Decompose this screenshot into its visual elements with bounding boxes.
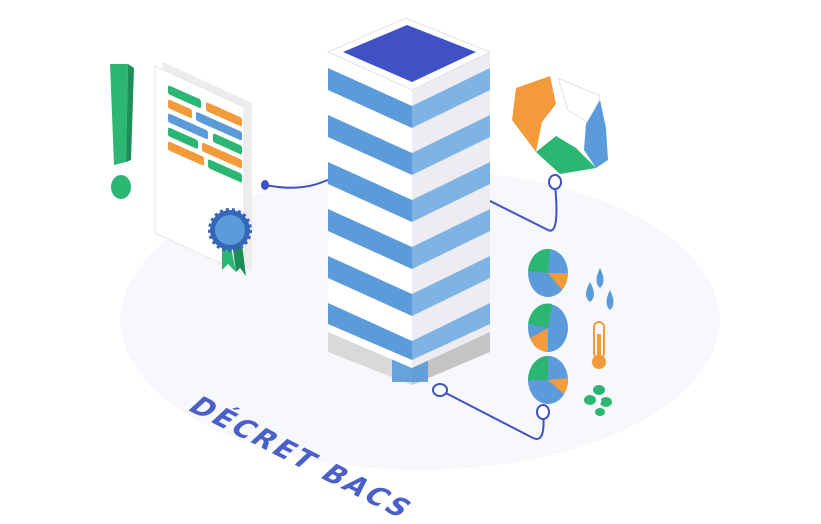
water-drops-icon <box>586 268 614 310</box>
award-seal-icon <box>208 208 252 276</box>
exclamation-icon <box>110 64 134 199</box>
bacs-illustration <box>110 17 614 440</box>
certificate-icon <box>154 62 252 276</box>
office-building-icon <box>326 17 492 385</box>
donut-chart-icon <box>512 76 608 174</box>
pie-chart-icon <box>528 248 569 404</box>
thermometer-icon <box>592 321 606 369</box>
fan-icon <box>584 385 612 416</box>
